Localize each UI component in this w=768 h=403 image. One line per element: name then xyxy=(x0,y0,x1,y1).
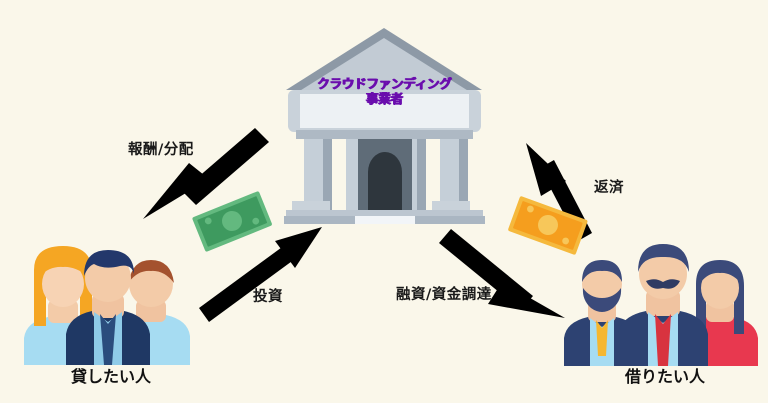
arrow-loan xyxy=(439,229,565,318)
arrow-reward xyxy=(143,128,269,219)
banknote-green-icon xyxy=(186,190,278,252)
person-navy-suit-man xyxy=(66,250,150,365)
bank-building: クラウドファンディング 事業者 xyxy=(282,24,487,224)
people-group-lenders xyxy=(8,240,208,365)
group-caption-lenders: 貸したい人 xyxy=(70,367,151,386)
people-group-icon xyxy=(564,244,758,366)
people-group-icon xyxy=(24,246,190,365)
group-caption-borrowers: 借りたい人 xyxy=(624,367,705,386)
flow-label-investment: 投資 xyxy=(253,289,283,305)
people-group-borrowers xyxy=(558,238,763,366)
bank-building-icon xyxy=(284,28,485,224)
flow-label-reward: 報酬/分配 xyxy=(128,142,194,158)
flow-label-loan: 融資/資金調達 xyxy=(396,287,492,303)
arrow-investment xyxy=(199,227,322,322)
banknote-orange-icon xyxy=(502,194,594,256)
person-mustached-man xyxy=(618,244,708,366)
flow-label-repayment: 返済 xyxy=(594,180,624,196)
